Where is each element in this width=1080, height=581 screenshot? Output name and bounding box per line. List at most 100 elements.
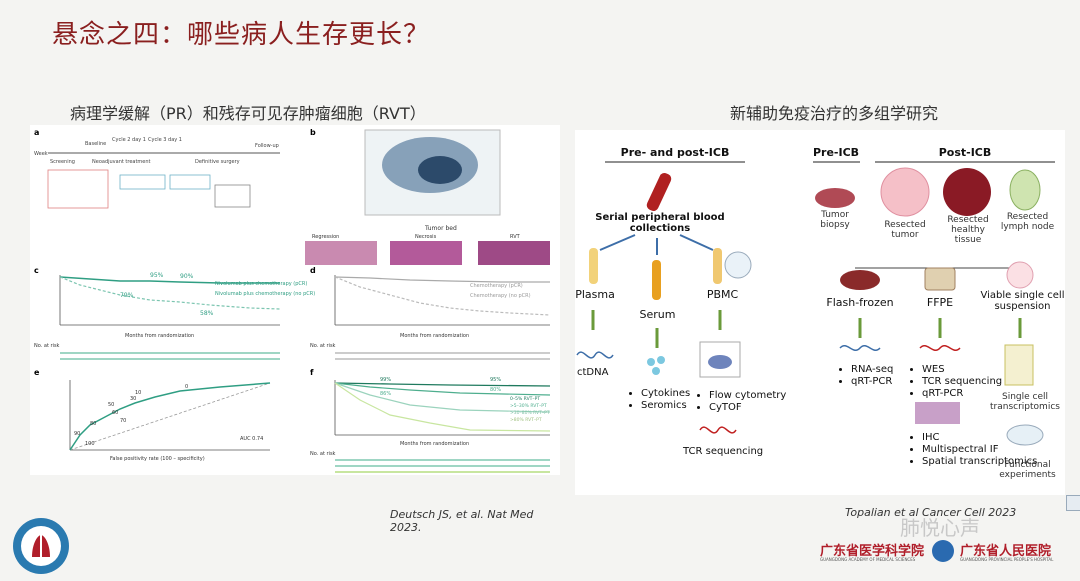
curve-f-legend-4: >80% RVT–PT — [510, 417, 542, 423]
serum-tube-icon — [652, 260, 661, 300]
rnaseq-item: RNA-seq — [851, 364, 893, 376]
ctdna-label: ctDNA — [577, 367, 609, 378]
flash-frozen-icon — [840, 270, 880, 290]
tumor-bed-rvt: RVT — [510, 234, 521, 240]
timeline-surgery: Definitive surgery — [195, 159, 240, 165]
curve-f-30-80 — [334, 382, 551, 413]
ffpe-label: FFPE — [926, 296, 954, 309]
serial-collections: Serial peripheral blood collections — [595, 212, 725, 234]
timeline-box-4 — [214, 184, 251, 208]
histology-rvt — [478, 241, 550, 265]
tumor-bed-regression: Regression — [312, 234, 339, 240]
panel-d-label: d — [310, 266, 316, 275]
curve-c-legend2: Nivolumab plus chemotherapy (no pCR) — [215, 291, 315, 297]
curve-c-pcr — [59, 276, 280, 284]
curve-c-nopcr — [59, 276, 281, 310]
flow-plot-blob — [708, 355, 732, 369]
single-cell-device-icon — [1004, 344, 1034, 386]
tcr-helix-icon — [699, 426, 737, 434]
tumor-biopsy-label: Tumor biopsy — [820, 210, 850, 230]
right-figure: Pre- and post-ICB Serial peripheral bloo… — [575, 130, 1065, 495]
pbmc-cells-icon — [724, 251, 752, 279]
hospital-en-2: GUANGDONG PROVINCIAL PEOPLE'S HOSPITAL — [960, 557, 1054, 562]
ffpe-list: WES TCR sequencing qRT-PCR — [908, 364, 1002, 400]
viable-cells-icon — [1006, 261, 1034, 289]
serum-label: Serum — [639, 308, 676, 321]
timeline-week: Week — [34, 151, 48, 157]
flow-list: Flow cytometry CyTOF — [695, 390, 786, 414]
ffpe-list-2: IHC Multispectral IF Spatial transcripto… — [908, 432, 1037, 468]
cytokines-list: Cytokines Seromics — [627, 388, 690, 412]
curve-f-80: 80% — [490, 387, 501, 393]
curve-f-at-risk: No. at risk — [310, 451, 336, 457]
curve-d-legend1: Chemotherapy (pCR) — [470, 283, 523, 289]
roc-pt-100: 100 — [85, 441, 95, 447]
panel-f-label: f — [310, 368, 314, 377]
curve-c-90: 90% — [180, 273, 194, 280]
curve-f-legend-2: >5–30% RVT–PT — [510, 403, 547, 409]
ihc-image-icon — [915, 402, 960, 424]
resected-lymph-label: Resected lymph node — [1000, 212, 1055, 232]
curve-f-86: 86% — [380, 391, 391, 397]
ffpe-block-icon — [924, 267, 956, 291]
flash-frozen-label: Flash-frozen — [826, 296, 894, 309]
slide-title: 悬念之四：哪些病人生存更长？ — [52, 20, 431, 50]
curve-c-79: 79% — [120, 292, 134, 299]
curve-f-0-5 — [334, 382, 551, 387]
rnaseq-icon — [839, 345, 881, 351]
cytokine-dot-2 — [657, 356, 665, 364]
timeline-baseline: Baseline — [85, 141, 106, 147]
pbmc-tube-icon — [713, 248, 722, 284]
multispectral-item: Multispectral IF — [922, 444, 1037, 456]
ctdna-helix-icon — [576, 351, 614, 359]
petri-dish-icon — [1006, 424, 1044, 446]
panel-b-label: b — [310, 128, 316, 137]
post-icb-title: Post-ICB — [938, 146, 992, 159]
ffpe-qrtpcr-item: qRT-PCR — [922, 388, 1002, 400]
curve-c-at-risk: No. at risk — [34, 343, 60, 349]
resected-healthy-label: Resected healthy tissue — [947, 215, 989, 245]
hospital-cn-1: 广东省医学科学院 — [820, 544, 925, 559]
timeline-cycle3: Cycle 3 day 1 — [148, 137, 182, 143]
curve-c-95: 95% — [150, 272, 164, 279]
plasma-tube-icon — [589, 248, 598, 284]
curve-f-95: 95% — [490, 377, 501, 383]
cytokine-dot-3 — [652, 367, 660, 375]
wes-item: WES — [922, 364, 1002, 376]
resected-lymph-icon — [1009, 169, 1041, 211]
resected-tumor-icon — [880, 167, 930, 217]
tcr-label: TCR sequencing — [683, 446, 764, 457]
roc-pt-80: 80 — [90, 421, 96, 427]
histology-regression — [305, 241, 377, 265]
tcr-seq-item: TCR sequencing — [922, 376, 1002, 388]
wes-helix-icon — [919, 345, 961, 351]
seromics-item: Seromics — [641, 400, 690, 412]
qrtpcr-item: qRT-PCR — [851, 376, 893, 388]
plasma-label: Plasma — [575, 288, 615, 301]
timeline-followup: Follow-up — [255, 143, 279, 149]
curve-f-80 — [334, 382, 551, 432]
cytof-item: CyTOF — [709, 402, 786, 414]
arrow-pbmc — [679, 234, 714, 251]
hospital-en-1: GUANGDONG ACADEMY OF MEDICAL SCIENCES — [820, 557, 916, 562]
timeline-neoadjuvant: Neoadjuvant treatment — [92, 159, 151, 165]
blood-tube-icon — [646, 172, 672, 212]
roc-pt-60: 60 — [112, 410, 118, 416]
cytokine-dot-1 — [647, 358, 655, 366]
side-toggle-button[interactable] — [1066, 495, 1080, 511]
left-heading: 病理学缓解（PR）和残存可见存肿瘤细胞（RVT） — [70, 104, 426, 123]
right-figure-svg — [576, 161, 1055, 446]
roc-curve — [69, 382, 271, 451]
flow-item: Flow cytometry — [709, 390, 786, 402]
curve-c-xlabel: Months from randomization — [125, 333, 194, 339]
roc-diagonal — [69, 382, 271, 451]
left-citation: Deutsch JS, et al. Nat Med 2023. — [390, 508, 534, 534]
hospital-seal-icon — [10, 515, 72, 577]
pre-icb-title: Pre-ICB — [812, 146, 860, 159]
timeline-cycle2: Cycle 2 day 1 — [112, 137, 146, 143]
left-figure-svg: a Week Baseline Cycle 2 day 1 Cycle 3 da… — [34, 128, 551, 473]
curve-c-58: 58% — [200, 310, 214, 317]
hospital-cn-2: 广东省人民医院 — [960, 544, 1052, 559]
curve-d-pcr — [334, 276, 550, 283]
curve-f-legend-3: >30–80% RVT–PT — [510, 410, 550, 416]
